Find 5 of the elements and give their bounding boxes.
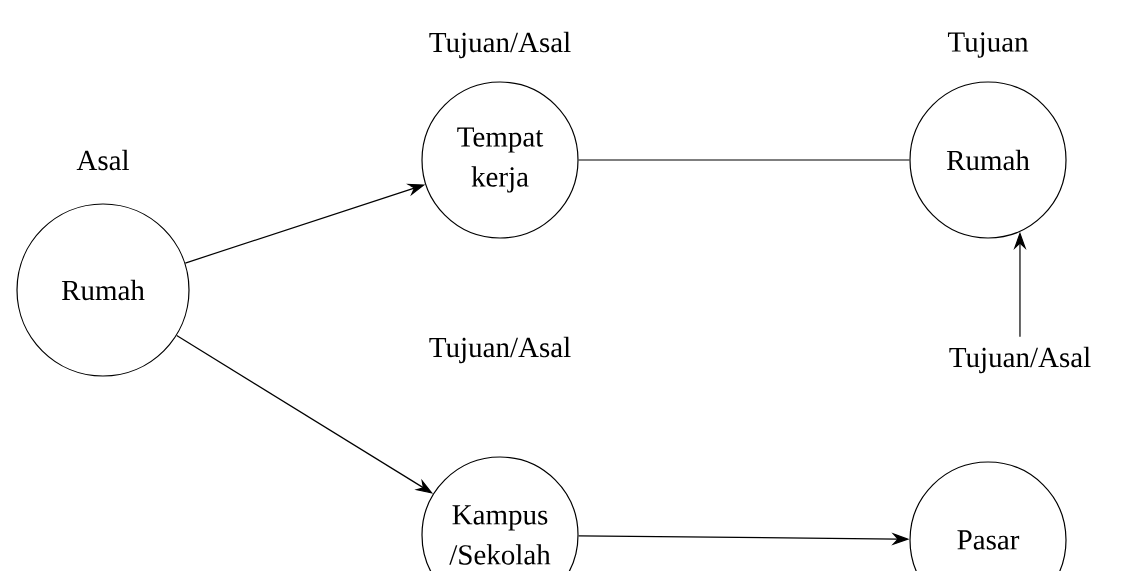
location-label: Tujuan/Asal <box>946 344 1094 376</box>
location-label: Tujuan <box>945 30 1031 60</box>
location-label: Asal <box>74 147 132 173</box>
location-label: Tujuan/Asal <box>426 334 574 366</box>
location-label: Tujuan/Asal <box>426 29 574 61</box>
